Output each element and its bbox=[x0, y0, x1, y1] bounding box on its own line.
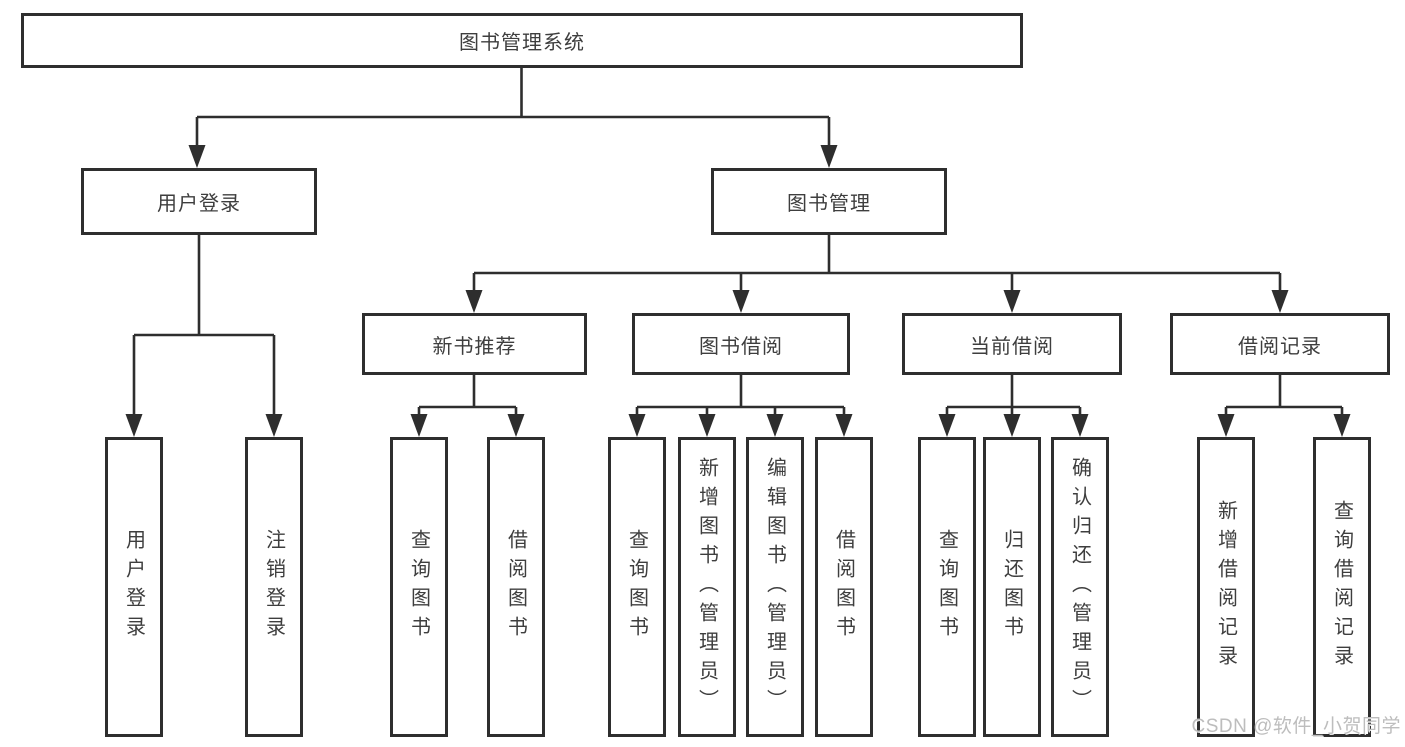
node-leaf-borrow-books-borrowing: 借阅图书 bbox=[815, 437, 873, 737]
node-leaf-query-books-current: 查询图书 bbox=[918, 437, 976, 737]
node-book-borrowing: 图书借阅 bbox=[632, 313, 850, 375]
node-leaf-edit-books-admin: 编辑图书（管理员） bbox=[746, 437, 804, 737]
node-new-book-recommendation: 新书推荐 bbox=[362, 313, 587, 375]
node-leaf-add-borrow-record: 新增借阅记录 bbox=[1197, 437, 1255, 737]
watermark-text: CSDN @软件_小贺同学 bbox=[1191, 716, 1401, 737]
node-leaf-query-books-newrec: 查询图书 bbox=[390, 437, 448, 737]
node-leaf-confirm-return-admin: 确认归还（管理员） bbox=[1051, 437, 1109, 737]
connector-paths bbox=[132, 66, 1344, 418]
node-user-login: 用户登录 bbox=[81, 168, 317, 235]
node-leaf-query-borrow-record: 查询借阅记录 bbox=[1313, 437, 1371, 737]
node-leaf-query-books-borrowing: 查询图书 bbox=[608, 437, 666, 737]
node-leaf-borrow-books-newrec: 借阅图书 bbox=[487, 437, 545, 737]
node-book-management: 图书管理 bbox=[711, 168, 947, 235]
node-leaf-logout: 注销登录 bbox=[245, 437, 303, 737]
node-leaf-user-login: 用户登录 bbox=[105, 437, 163, 737]
node-borrowing-records: 借阅记录 bbox=[1170, 313, 1390, 375]
node-leaf-add-books-admin: 新增图书（管理员） bbox=[678, 437, 736, 737]
arrowheads bbox=[125, 145, 1351, 437]
node-book-management-system: 图书管理系统 bbox=[21, 13, 1023, 68]
node-current-borrowing: 当前借阅 bbox=[902, 313, 1122, 375]
node-leaf-return-books: 归还图书 bbox=[983, 437, 1041, 737]
